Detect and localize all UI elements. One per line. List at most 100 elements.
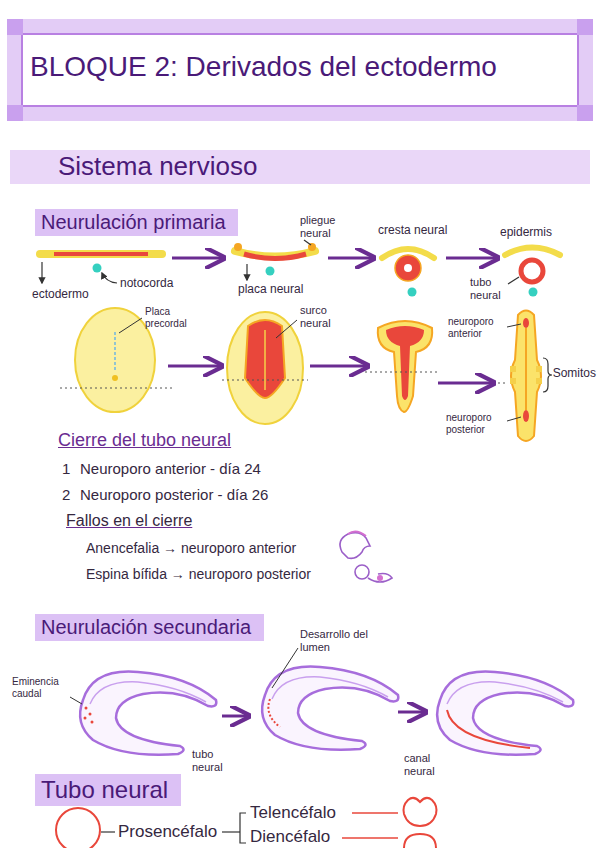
annotation-label: neuroporo anterior — [448, 316, 506, 339]
neural-folds — [378, 321, 432, 412]
frame-corner — [7, 19, 23, 35]
lumen-forming — [268, 699, 280, 727]
caudal-cells — [91, 721, 94, 724]
spina-bifida-icon — [377, 575, 383, 581]
caudal-cells — [84, 717, 87, 720]
connector-line — [101, 831, 115, 832]
neural-plate — [54, 252, 148, 256]
annotation-label: canal neural — [404, 752, 444, 777]
embryo-figure — [437, 672, 573, 755]
section-heading: Neurulación secundaria — [41, 616, 251, 639]
annotation-label: Prosencéfalo — [118, 822, 217, 842]
notochord-line — [114, 332, 116, 372]
connector-line — [352, 812, 398, 814]
annotation-label: Placa precordal — [145, 306, 197, 329]
neural-plate — [386, 326, 424, 400]
leader-line — [507, 417, 521, 421]
stage-arrow — [310, 365, 366, 368]
spina-bifida-icon — [355, 565, 369, 579]
neural-plate — [245, 320, 285, 398]
somite — [536, 378, 542, 384]
annotation-label: Telencéfalo — [250, 803, 336, 823]
leader-line — [276, 320, 297, 338]
neuropore — [523, 410, 529, 422]
neural-canal — [447, 710, 530, 748]
list-number: 1 — [62, 460, 70, 477]
primitive-node — [112, 375, 118, 381]
bracket — [240, 813, 246, 843]
annotation-label: ectodermo — [32, 288, 89, 302]
spina-bifida-icon — [368, 574, 392, 583]
caudal-cells — [85, 707, 88, 710]
leader-line — [507, 324, 521, 327]
embryonic-disc — [75, 308, 155, 412]
connector-line — [222, 831, 240, 832]
vesicle-outline — [404, 798, 437, 826]
somite — [510, 378, 516, 384]
annotation-label: tubo neural — [470, 276, 506, 301]
stage-arrow — [398, 711, 424, 714]
neural-tube-section — [395, 255, 421, 281]
neural-lumen — [404, 264, 412, 272]
annotation-label: Fallos en el cierre — [66, 512, 192, 530]
stage-arrow — [438, 382, 492, 385]
dotted-line — [60, 388, 175, 389]
frame-corner — [7, 105, 23, 121]
title-frame-inner — [22, 34, 578, 106]
section-band: Sistema nervioso — [10, 150, 590, 184]
annotation-label: Somitos — [553, 367, 596, 381]
annotation-label: Diencéfalo — [250, 827, 330, 847]
neural-tube-dorsal — [511, 311, 541, 442]
somite — [510, 366, 516, 372]
annotation-label: notocorda — [120, 277, 173, 291]
section-band: Neurulación secundaria — [35, 614, 264, 641]
embryo-outline — [80, 672, 216, 755]
somite — [536, 366, 542, 372]
vesicle-outline — [404, 834, 436, 848]
notochord — [93, 264, 102, 273]
stage-arrow — [328, 257, 372, 260]
embryo-outline — [437, 672, 573, 755]
annotation-label: surco neural — [300, 304, 350, 329]
annotation-label: cresta neural — [378, 224, 447, 238]
neuropore — [523, 318, 529, 328]
leader-line — [304, 240, 311, 245]
neural-plate — [244, 254, 306, 259]
annotation-label: placa neural — [238, 283, 303, 297]
leader-line — [508, 277, 519, 284]
leader-line — [272, 648, 298, 688]
neural-tube-section — [521, 260, 543, 282]
vesicle-outline — [56, 808, 100, 848]
section-heading: Neurulación primaria — [41, 211, 226, 234]
list-number: 2 — [62, 486, 70, 503]
stage-arrow — [168, 365, 220, 368]
leader-arrow — [41, 262, 42, 283]
frame-corner — [577, 105, 593, 121]
annotation-label: Desarrollo del lumen — [300, 628, 390, 653]
notochord — [408, 288, 417, 297]
embryo-figure — [262, 667, 398, 750]
dotted-line — [222, 380, 308, 381]
frame-corner — [577, 19, 593, 35]
section-band: Neurulación primaria — [35, 209, 238, 236]
section-band: Tubo neural — [35, 774, 181, 806]
section-heading: Sistema nervioso — [58, 152, 257, 182]
leader-line — [70, 697, 82, 704]
neural-tube-axis — [525, 328, 527, 410]
epidermis-layer — [505, 248, 560, 256]
annotation-label: tubo neural — [192, 748, 232, 773]
bracket — [543, 358, 552, 392]
annotation-label: Neuroporo anterior - día 24 — [80, 460, 261, 477]
notochord — [266, 267, 275, 276]
annotation-label: pliegue neural — [300, 214, 352, 239]
annotation-label: Eminencia caudal — [12, 676, 68, 699]
stage-arrow — [172, 257, 222, 260]
leader-arrow — [246, 264, 247, 280]
annotation-label: Cierre del tubo neural — [58, 430, 231, 451]
neural-groove — [264, 330, 266, 390]
anencephaly-icon — [348, 531, 366, 536]
dotted-line — [365, 372, 440, 373]
annotation-label: Espina bífida → neuroporo posterior — [86, 566, 311, 582]
